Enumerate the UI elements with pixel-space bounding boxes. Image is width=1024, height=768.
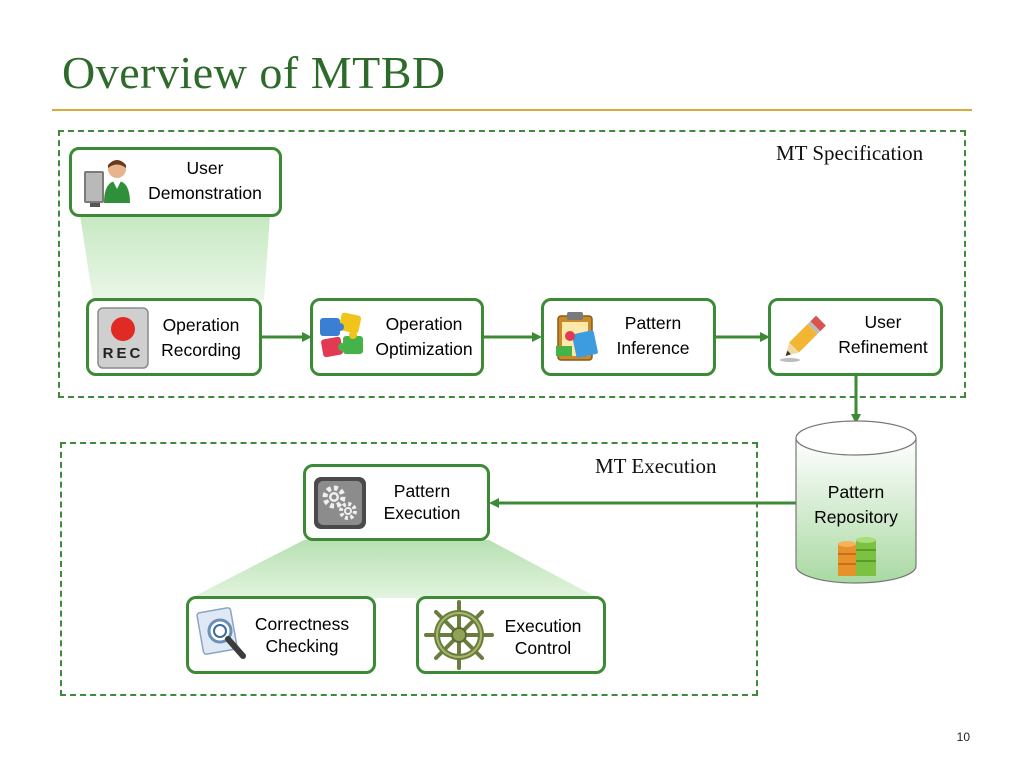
page-number: 10 bbox=[956, 730, 970, 744]
pattern-execution-line-1: Pattern bbox=[393, 481, 451, 501]
operation-recording-label: Operation Recording bbox=[152, 313, 250, 363]
pattern-inference-line-1: Pattern bbox=[624, 313, 682, 333]
pattern-execution-label: Pattern Execution bbox=[372, 480, 472, 524]
pattern-repository-line-1: Pattern bbox=[827, 482, 885, 502]
pattern-repository-cylinder bbox=[795, 420, 917, 584]
ship-wheel-icon bbox=[424, 600, 494, 675]
operation-optimization-node bbox=[310, 298, 484, 376]
gears-icon bbox=[313, 476, 367, 535]
user-refinement-node bbox=[768, 298, 943, 376]
user-demonstration-line-1: User bbox=[186, 158, 224, 178]
pattern-execution-line-2: Execution bbox=[383, 503, 461, 523]
execution-control-line-1: Execution bbox=[504, 616, 582, 636]
user-refinement-line-2: Refinement bbox=[838, 337, 928, 357]
mt-execution-region bbox=[60, 442, 758, 696]
user-demonstration-line-2: Demonstration bbox=[148, 183, 262, 203]
execution-control-label: Execution Control bbox=[490, 615, 596, 659]
user-at-computer-icon bbox=[80, 155, 136, 216]
pattern-repository-line-2: Repository bbox=[814, 507, 898, 527]
mt-specification-label: MT Specification bbox=[776, 141, 924, 165]
clipboard-inference-icon bbox=[550, 306, 604, 371]
operation-recording-line-2: Recording bbox=[161, 340, 241, 360]
user-demonstration-node bbox=[69, 147, 282, 217]
slide-title: Overview of MTBD bbox=[62, 47, 446, 98]
pattern-inference-label: Pattern Inference bbox=[606, 311, 700, 361]
user-refinement-line-1: User bbox=[864, 312, 902, 332]
magnifier-document-icon bbox=[194, 604, 252, 669]
operation-recording-line-1: Operation bbox=[162, 315, 240, 335]
execution-children-beam bbox=[191, 540, 598, 598]
user-demonstration-label: User Demonstration bbox=[134, 156, 276, 206]
operation-optimization-line-1: Operation bbox=[385, 314, 463, 334]
mt-execution-label: MT Execution bbox=[595, 454, 717, 478]
correctness-checking-line-1: Correctness bbox=[254, 614, 350, 634]
rec-text: REC bbox=[102, 345, 144, 362]
demo-to-recording-beam bbox=[80, 215, 270, 300]
operation-optimization-label: Operation Optimization bbox=[366, 312, 482, 362]
title-underline bbox=[52, 109, 972, 111]
rec-button-icon: REC bbox=[97, 307, 149, 374]
correctness-checking-line-2: Checking bbox=[265, 636, 339, 656]
mt-specification-region bbox=[58, 130, 966, 398]
user-refinement-label: User Refinement bbox=[829, 310, 937, 360]
database-stack-icon bbox=[836, 536, 880, 585]
correctness-checking-label: Correctness Checking bbox=[244, 613, 360, 657]
pattern-inference-line-2: Inference bbox=[616, 338, 690, 358]
puzzle-pieces-icon bbox=[314, 310, 370, 369]
execution-control-line-2: Control bbox=[514, 638, 572, 658]
pencil-icon bbox=[776, 312, 832, 371]
pattern-repository-label: Pattern Repository bbox=[806, 480, 906, 530]
operation-optimization-line-2: Optimization bbox=[375, 339, 473, 359]
